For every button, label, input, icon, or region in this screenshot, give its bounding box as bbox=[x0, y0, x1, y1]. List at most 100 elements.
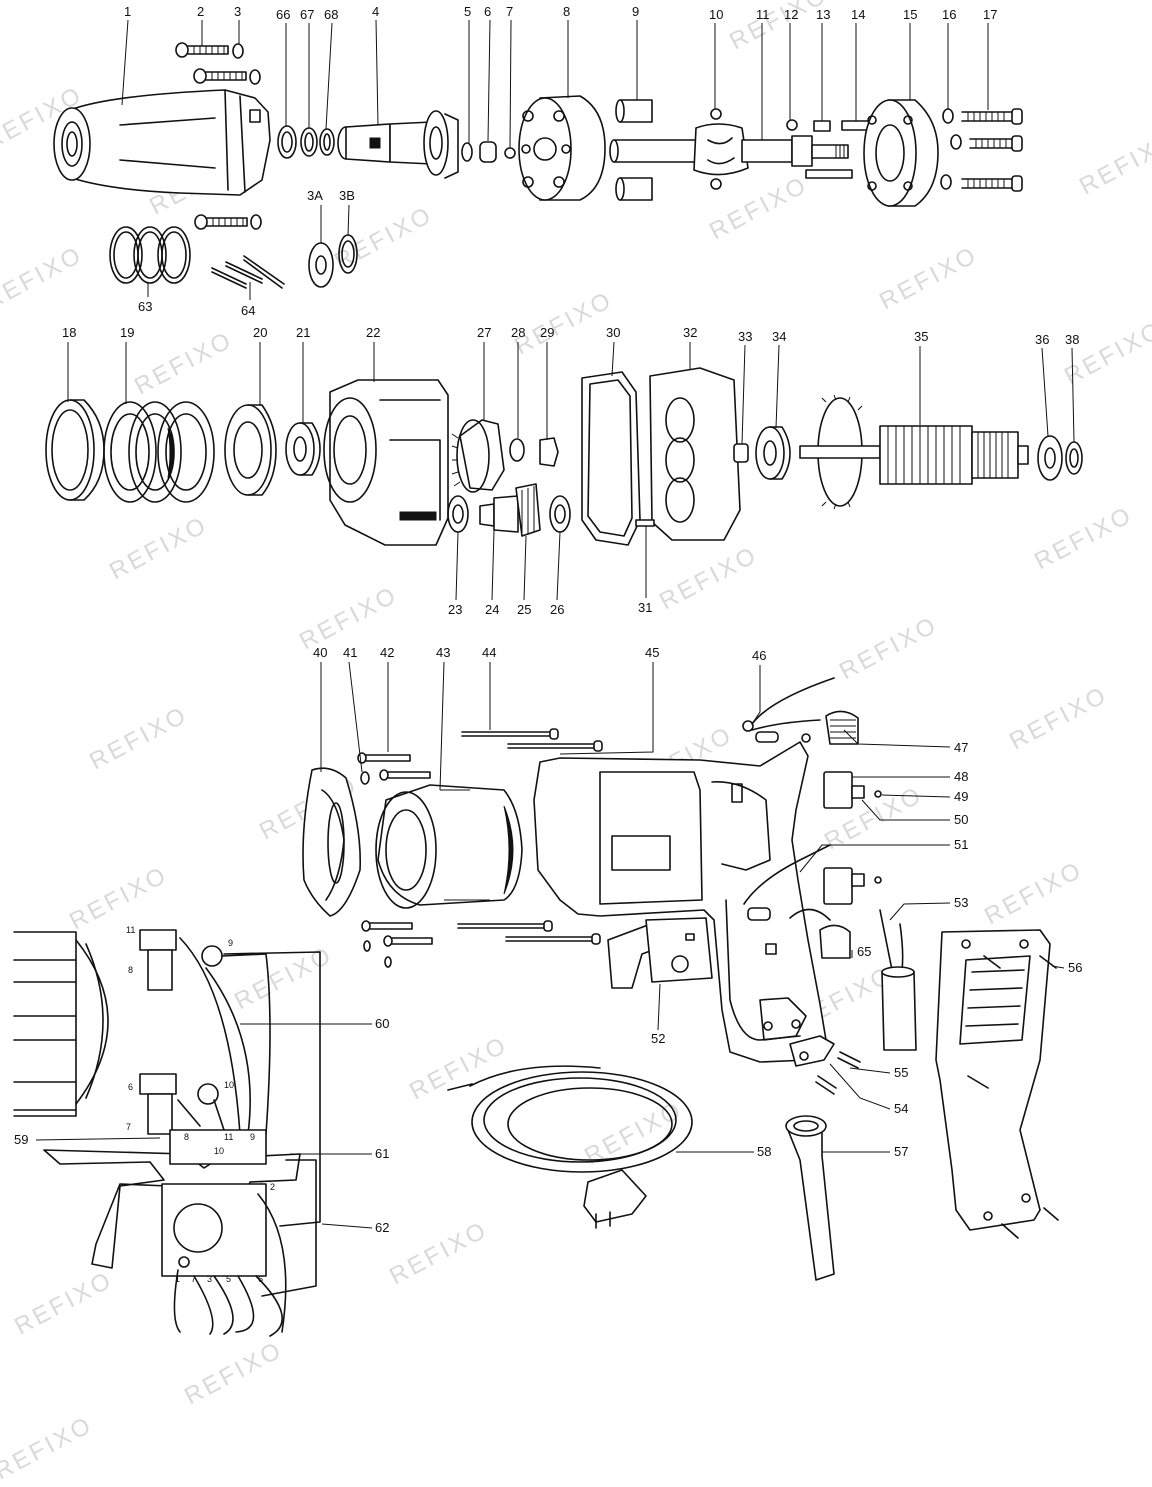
watermark: REFIXO bbox=[510, 286, 617, 360]
wire-label-3: 3 bbox=[207, 1274, 212, 1284]
wire-label-9b: 9 bbox=[250, 1132, 255, 1142]
label-part-57: 57 bbox=[894, 1144, 908, 1159]
wire-label-6b: 6 bbox=[258, 1274, 263, 1284]
part-30-gasket bbox=[581, 371, 641, 546]
watermark: REFIXO bbox=[330, 201, 437, 275]
part-45-motor-housing bbox=[533, 741, 827, 1063]
label-part-18: 18 bbox=[62, 325, 76, 340]
part-2-3-screws bbox=[175, 42, 262, 230]
label-part-52: 52 bbox=[651, 1031, 665, 1046]
watermark: REFIXO bbox=[65, 861, 172, 935]
label-part-63: 63 bbox=[138, 299, 152, 314]
label-part-40: 40 bbox=[313, 645, 327, 660]
label-part-46: 46 bbox=[752, 648, 766, 663]
watermark: REFIXO bbox=[655, 541, 762, 615]
label-part-38: 38 bbox=[1065, 332, 1079, 347]
wiring-schematic: 11 8 9 6 10 7 8 11 9 10 2 1 7 3 5 6 bbox=[13, 925, 321, 1337]
part-15-flange bbox=[863, 99, 939, 207]
leaders-row-1 bbox=[121, 19, 989, 300]
label-part-1: 1 bbox=[124, 4, 131, 19]
label-part-10: 10 bbox=[709, 7, 723, 22]
label-part-3A: 3A bbox=[307, 188, 323, 203]
label-part-16: 16 bbox=[942, 7, 956, 22]
wire-label-10: 10 bbox=[224, 1080, 234, 1090]
label-part-53: 53 bbox=[954, 895, 968, 910]
label-part-58: 58 bbox=[757, 1144, 771, 1159]
label-part-17: 17 bbox=[983, 7, 997, 22]
label-part-56: 56 bbox=[1068, 960, 1082, 975]
label-part-68: 68 bbox=[324, 7, 338, 22]
watermark: REFIXO bbox=[1060, 316, 1152, 390]
label-part-64: 64 bbox=[241, 303, 255, 318]
watermark: REFIXO bbox=[1005, 681, 1112, 755]
part-4-spindle bbox=[337, 110, 459, 179]
label-part-61: 61 bbox=[375, 1146, 389, 1161]
label-part-7: 7 bbox=[506, 4, 513, 19]
label-part-55: 55 bbox=[894, 1065, 908, 1080]
label-part-41: 41 bbox=[343, 645, 357, 660]
wire-label-2: 2 bbox=[270, 1182, 275, 1192]
labels-row-2: 18 19 20 21 22 27 28 29 30 32 33 34 35 3… bbox=[62, 325, 1079, 617]
part-41-42-screws bbox=[357, 752, 433, 968]
wire-label-8: 8 bbox=[128, 965, 133, 975]
part-40-fan-baffle bbox=[302, 767, 362, 917]
label-part-33: 33 bbox=[738, 329, 752, 344]
wire-label-5: 5 bbox=[226, 1274, 231, 1284]
label-part-25: 25 bbox=[517, 602, 531, 617]
part-18-20-rings bbox=[45, 399, 321, 503]
wire-label-6: 6 bbox=[128, 1082, 133, 1092]
label-part-3: 3 bbox=[234, 4, 241, 19]
label-part-51: 51 bbox=[954, 837, 968, 852]
label-part-32: 32 bbox=[683, 325, 697, 340]
label-part-47: 47 bbox=[954, 740, 968, 755]
label-part-4: 4 bbox=[372, 4, 379, 19]
watermark: REFIXO bbox=[875, 241, 982, 315]
part-48-50-brush-holders bbox=[823, 771, 882, 905]
label-part-8: 8 bbox=[563, 4, 570, 19]
label-part-62: 62 bbox=[375, 1220, 389, 1235]
watermark: REFIXO bbox=[1030, 501, 1137, 575]
watermark: REFIXO bbox=[130, 326, 237, 400]
wire-label-7b: 7 bbox=[191, 1274, 196, 1284]
label-part-28: 28 bbox=[511, 325, 525, 340]
part-22-gear-housing bbox=[323, 379, 449, 546]
part-43-stator bbox=[375, 784, 523, 909]
watermark: REFIXO bbox=[405, 1031, 512, 1105]
label-part-34: 34 bbox=[772, 329, 786, 344]
label-part-23: 23 bbox=[448, 602, 462, 617]
wire-label-11b: 11 bbox=[224, 1132, 233, 1142]
watermark: REFIXO bbox=[835, 611, 942, 685]
wire-label-7: 7 bbox=[126, 1122, 131, 1132]
label-part-3B: 3B bbox=[339, 188, 355, 203]
label-part-30: 30 bbox=[606, 325, 620, 340]
part-10-14-shaft bbox=[693, 108, 885, 190]
label-part-20: 20 bbox=[253, 325, 267, 340]
label-part-50: 50 bbox=[954, 812, 968, 827]
labels-row-1: 1 2 3 66 67 68 4 5 6 7 8 9 10 11 12 13 1… bbox=[124, 4, 997, 318]
part-8-clutch-disk bbox=[518, 95, 606, 201]
part-58-power-cord bbox=[447, 1065, 693, 1229]
watermark: REFIXO bbox=[980, 856, 1087, 930]
part-9-pins bbox=[609, 99, 701, 201]
part-16-17-screws bbox=[940, 108, 1023, 192]
label-part-48: 48 bbox=[954, 769, 968, 784]
wire-label-9: 9 bbox=[228, 938, 233, 948]
part-51-65-wiring bbox=[743, 844, 851, 959]
label-part-14: 14 bbox=[851, 7, 865, 22]
part-56-handle-cover bbox=[935, 929, 1059, 1239]
label-part-6: 6 bbox=[484, 4, 491, 19]
part-64-pins bbox=[211, 255, 285, 289]
part-36-38-bearing bbox=[1037, 435, 1083, 481]
label-part-42: 42 bbox=[380, 645, 394, 660]
watermark: REFIXO bbox=[1075, 126, 1152, 200]
part-23-27-gears bbox=[447, 419, 571, 537]
part-1-front-housing bbox=[53, 89, 271, 196]
part-53-capacitor bbox=[879, 909, 917, 1051]
label-part-5: 5 bbox=[464, 4, 471, 19]
label-part-65: 65 bbox=[857, 944, 871, 959]
leaders-row-3 bbox=[35, 661, 1065, 1229]
watermark: REFIXO bbox=[0, 241, 88, 315]
part-63-rings bbox=[109, 226, 191, 284]
label-part-60: 60 bbox=[375, 1016, 389, 1031]
